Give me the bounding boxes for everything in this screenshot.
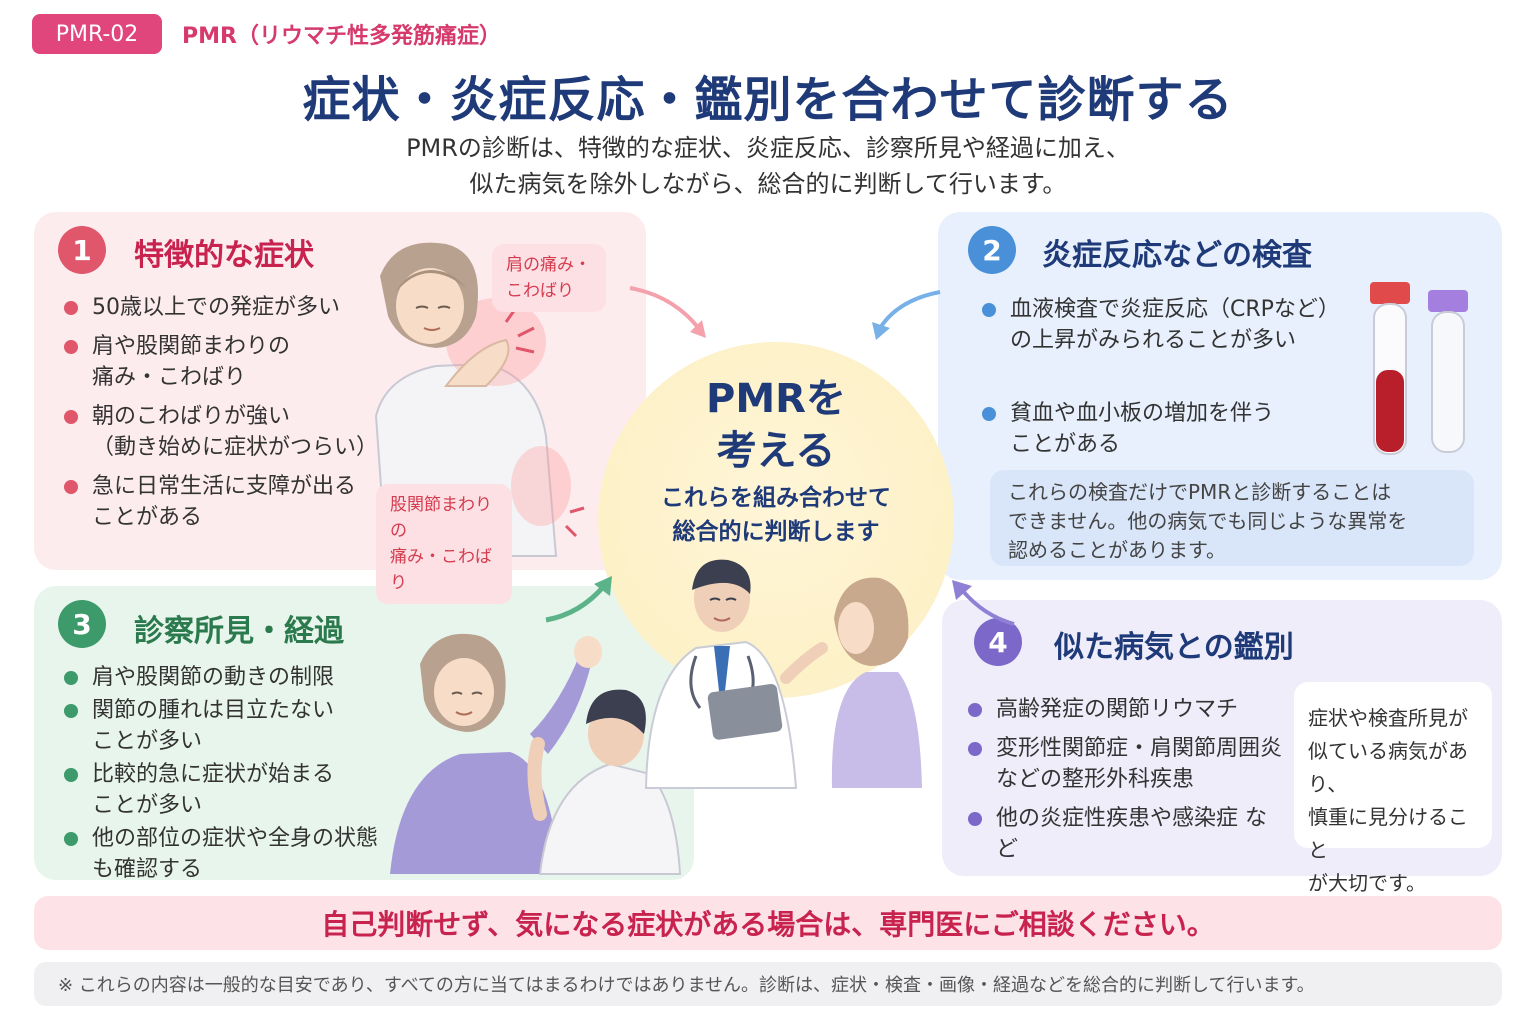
panel2-number: 2 <box>968 226 1016 274</box>
panel2-list: 血液検査で炎症反応（CRPなど）の上昇がみられることが多い 貧血や血小板の増加を… <box>982 294 1342 460</box>
differential-note: 症状や検査所見が似ている病気があり、慎重に見分けることが大切です。 <box>1294 682 1492 895</box>
hip-callout: 股関節まわりの痛み・こわばり <box>376 484 512 604</box>
list-item: 貧血や血小板の増加を伴うことがある <box>982 398 1342 460</box>
topic-label: PMR（リウマチ性多発筋痛症） <box>182 24 501 49</box>
center-subtitle-line-2: 総合的に判断します <box>672 519 880 545</box>
footnote: ※ これらの内容は一般的な目安であり、すべての方に当てはまるわけではありません。… <box>34 962 1502 1006</box>
consult-banner: 自己判断せず、気になる症状がある場合は、専門医にご相談ください。 <box>34 896 1502 950</box>
intro-line-2: 似た病気を除外しながら、総合的に判断して行います。 <box>469 170 1067 198</box>
list-item: 高齢発症の関節リウマチ <box>968 694 1288 725</box>
panel4-list: 高齢発症の関節リウマチ 変形性関節症・肩関節周囲炎などの整形外科疾患 他の炎症性… <box>968 694 1288 865</box>
doctor-patient-illustration <box>644 559 922 789</box>
panel3-number: 3 <box>58 600 106 648</box>
document-tag: PMR-02 <box>32 14 162 54</box>
list-item: 肩や股関節の動きの制限 <box>64 662 384 693</box>
list-item: 変形性関節症・肩関節周囲炎などの整形外科疾患 <box>968 733 1288 795</box>
panel3-list: 肩や股関節の動きの制限 関節の腫れは目立たないことが多い 比較的急に症状が始まる… <box>64 662 384 885</box>
panel2-title: 炎症反応などの検査 <box>1042 238 1312 273</box>
list-item: 肩や股関節まわりの痛み・こわばり <box>64 331 384 393</box>
arrow-1-to-center <box>629 286 706 338</box>
lab-tests-note: これらの検査だけでPMRと診断することはできません。他の病気でも同じような異常を… <box>990 470 1474 566</box>
test-tubes-icon <box>1370 282 1468 455</box>
list-item: 血液検査で炎症反応（CRPなど）の上昇がみられることが多い <box>982 294 1342 356</box>
center-subtitle-line-1: これらを組み合わせて <box>661 485 891 511</box>
list-item: 朝のこわばりが強い（動き始めに症状がつらい） <box>64 401 384 463</box>
list-item: 比較的急に症状が始まることが多い <box>64 759 384 821</box>
arrow-3-to-center <box>545 576 612 623</box>
panel1-title: 特徴的な症状 <box>134 238 314 273</box>
exam-illustration <box>390 633 682 875</box>
panel1-number: 1 <box>58 226 106 274</box>
panel1-list: 50歳以上での発症が多い 肩や股関節まわりの痛み・こわばり 朝のこわばりが強い（… <box>64 292 384 533</box>
intro-line-1: PMRの診断は、特徴的な症状、炎症反応、診察所見や経過に加え、 <box>406 134 1130 162</box>
shoulder-callout: 肩の痛み・こわばり <box>492 244 606 312</box>
panel4-title: 似た病気との鑑別 <box>1054 630 1294 665</box>
list-item: 他の炎症性疾患や感染症 など <box>968 803 1288 865</box>
center-title-line-2: 考える <box>716 428 836 474</box>
arrow-2-to-center <box>872 290 941 340</box>
list-item: 急に日常生活に支障が出ることがある <box>64 471 384 533</box>
page-title: 症状・炎症反応・鑑別を合わせて診断する <box>302 72 1234 128</box>
list-item: 50歳以上での発症が多い <box>64 292 384 323</box>
panel3-title: 診察所見・経過 <box>134 614 344 649</box>
center-title-line-1: PMRを <box>706 376 846 422</box>
arrow-4-to-center <box>952 580 1015 626</box>
panel4-number: 4 <box>974 618 1022 666</box>
list-item: 他の部位の症状や全身の状態も確認する <box>64 823 384 885</box>
list-item: 関節の腫れは目立たないことが多い <box>64 695 384 757</box>
